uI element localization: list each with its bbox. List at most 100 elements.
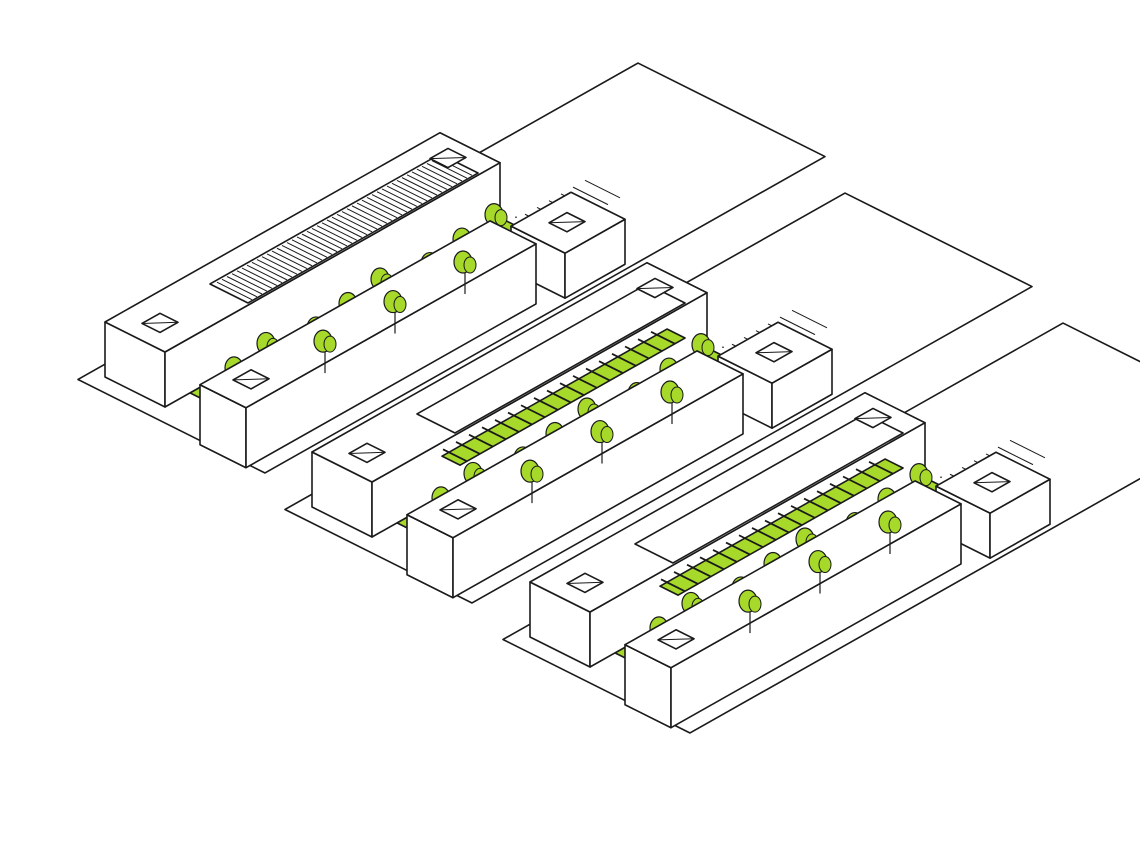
grass-dot [940,476,942,479]
tree-crown [494,209,508,227]
courtyard [634,413,904,564]
pergola-beam [442,448,468,463]
hatch-line [336,213,373,233]
pergola-beam [764,519,790,534]
hatch-line [361,199,398,219]
hatch-line [381,188,418,207]
hatch-line [411,171,448,190]
hatch-line [226,276,263,295]
grass-dot [722,346,724,349]
skylight-line [232,378,270,381]
hatch-line [426,163,463,182]
tree-icon [590,419,614,464]
hatch-line [386,185,423,205]
pergola-beam [816,490,842,504]
crosswalk-stripe [779,316,816,336]
hatch-line [221,278,258,298]
crosswalk-stripe [572,186,609,206]
tree-crown [888,516,902,534]
hatch-line [286,242,323,261]
crosswalk-stripe [1009,439,1046,459]
hatch-line [276,247,313,267]
skylight-line [973,481,1011,484]
hatch-line [241,267,278,286]
hatch-line [306,230,343,250]
hatch-line [246,264,283,284]
lower-building [199,220,537,469]
pergola-beam [738,534,764,549]
hatch-line [261,256,298,275]
pergola-beam [481,426,507,441]
hatch-line [301,233,338,253]
hatch-line [366,196,403,216]
pergola-beam [751,527,777,541]
tree-crown [393,296,407,314]
tree-icon [909,463,933,507]
skylight-line [755,351,793,354]
hatch-line [401,177,438,196]
hatch-line [321,222,358,241]
skylight-line [348,451,386,454]
hatch-line [266,253,303,272]
pergola-beam [650,331,676,345]
pergola-beam [686,563,712,578]
grass-dot [515,216,517,219]
tree-crown [748,595,762,613]
hatch-line [376,191,413,210]
skylight-line [141,321,179,324]
skylight-line [636,286,674,290]
block-3 [502,322,1140,734]
hatch-line [256,259,293,278]
pergola-beam [572,375,598,389]
crosswalk-stripe [997,446,1034,466]
hatch-line [311,228,348,247]
hatch-line [331,216,368,236]
hatch-line [356,202,393,221]
pergola-beam [673,571,699,585]
hatch-line [231,273,268,292]
pergola-beam [868,461,894,475]
hatch-line [346,208,383,227]
hatch-line [396,180,433,199]
pergola-beam [468,433,494,448]
skylight-line [548,221,586,224]
lower-building [624,480,962,729]
hatch-line [316,225,353,244]
pergola-beam [546,389,572,404]
pergola-beam [660,578,686,593]
tree-crown [600,426,614,444]
crosswalk-stripe [584,179,621,199]
tree-crown [323,335,337,353]
hatch-line [216,281,253,301]
pergola-beam [455,441,481,455]
pergola-beam [624,345,650,360]
pergola-beam [598,360,624,374]
building-roof [199,220,537,409]
pergola-beam [585,367,611,382]
pergola-beam [520,404,546,419]
hatch-line [416,168,453,188]
pergola-beam [559,382,585,397]
tree-icon [738,589,762,634]
hatch-line [371,194,408,213]
building-roof [406,350,744,539]
block-1 [77,62,826,474]
skylight-line [439,508,477,511]
hatch-line [326,219,363,238]
tree-icon [660,380,684,424]
crosswalk-stripe [791,309,828,329]
tree-icon [453,250,477,294]
hatch-line [431,160,468,179]
pergola-beam [842,475,868,490]
tree-icon [313,329,337,374]
pergola-beam [507,411,533,426]
hatch-line [351,205,388,224]
tree-icon [484,203,508,247]
pergola-beam [803,497,829,512]
pergola-beam [855,468,881,482]
tree-icon [808,549,832,594]
hatch-line [391,182,428,202]
tree-icon [383,289,407,334]
pergola-beam [533,397,559,411]
